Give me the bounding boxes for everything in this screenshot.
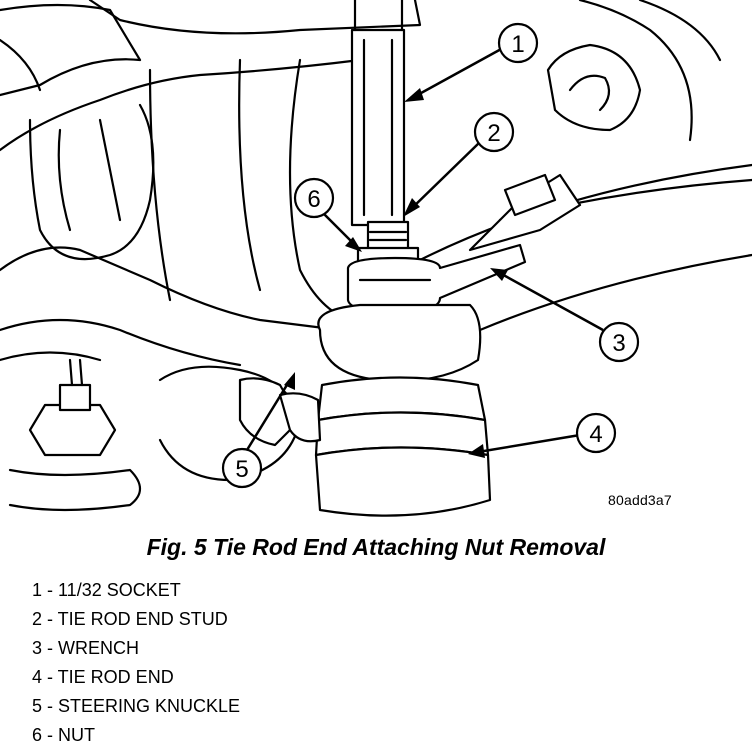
leader-3: [497, 270, 604, 332]
tie-rod-illustration: 1 2 3 4 5 6: [0, 0, 752, 517]
tie-rod-end-boss: [317, 303, 482, 382]
callout-circle-6: [293, 177, 335, 219]
arrowhead-2: [403, 198, 420, 217]
legend-item: 5 - STEERING KNUCKLE: [32, 696, 241, 716]
image-id-label: 80add3a7: [608, 492, 672, 508]
arrowhead-5: [284, 372, 295, 390]
callout-circle-5: [221, 447, 263, 489]
callout-5: 5: [235, 456, 248, 483]
callout-circle-1: [497, 22, 539, 64]
callout-1: 1: [511, 31, 524, 58]
steering-knuckle-body: [0, 246, 342, 332]
legend-item: 3 - WRENCH: [32, 638, 139, 658]
arrowhead-1: [404, 88, 424, 102]
figure-caption: Fig. 5 Tie Rod End Attaching Nut Removal: [146, 534, 606, 560]
callout-circle-4: [575, 412, 617, 454]
arrowhead-3: [490, 268, 508, 281]
leader-5: [245, 379, 292, 451]
legend-item: 6 - NUT: [32, 725, 95, 745]
callout-6: 6: [307, 186, 320, 213]
leader-6: [319, 209, 356, 246]
leader-4: [477, 433, 581, 454]
socket-extension: [350, 28, 406, 227]
hand-shape: [0, 3, 142, 97]
callout-4: 4: [589, 421, 602, 448]
arrowhead-6: [345, 237, 362, 252]
legend-item: 1 - 11/32 SOCKET: [32, 580, 181, 600]
leader-1: [411, 46, 504, 100]
legend-list: 1 - 11/32 SOCKET 2 - TIE ROD END STUD 3 …: [32, 576, 240, 750]
callout-3: 3: [612, 330, 625, 357]
callout-2: 2: [487, 120, 500, 147]
bolt-upper-right: [546, 43, 642, 132]
leader-2: [409, 141, 481, 211]
legend-item: 2 - TIE ROD END STUD: [32, 609, 228, 629]
lower-left-nut: [28, 403, 117, 457]
legend-item: 4 - TIE ROD END: [32, 667, 174, 687]
arrowhead-4: [468, 444, 485, 458]
callout-circle-3: [598, 321, 640, 363]
callout-circle-2: [473, 111, 515, 153]
